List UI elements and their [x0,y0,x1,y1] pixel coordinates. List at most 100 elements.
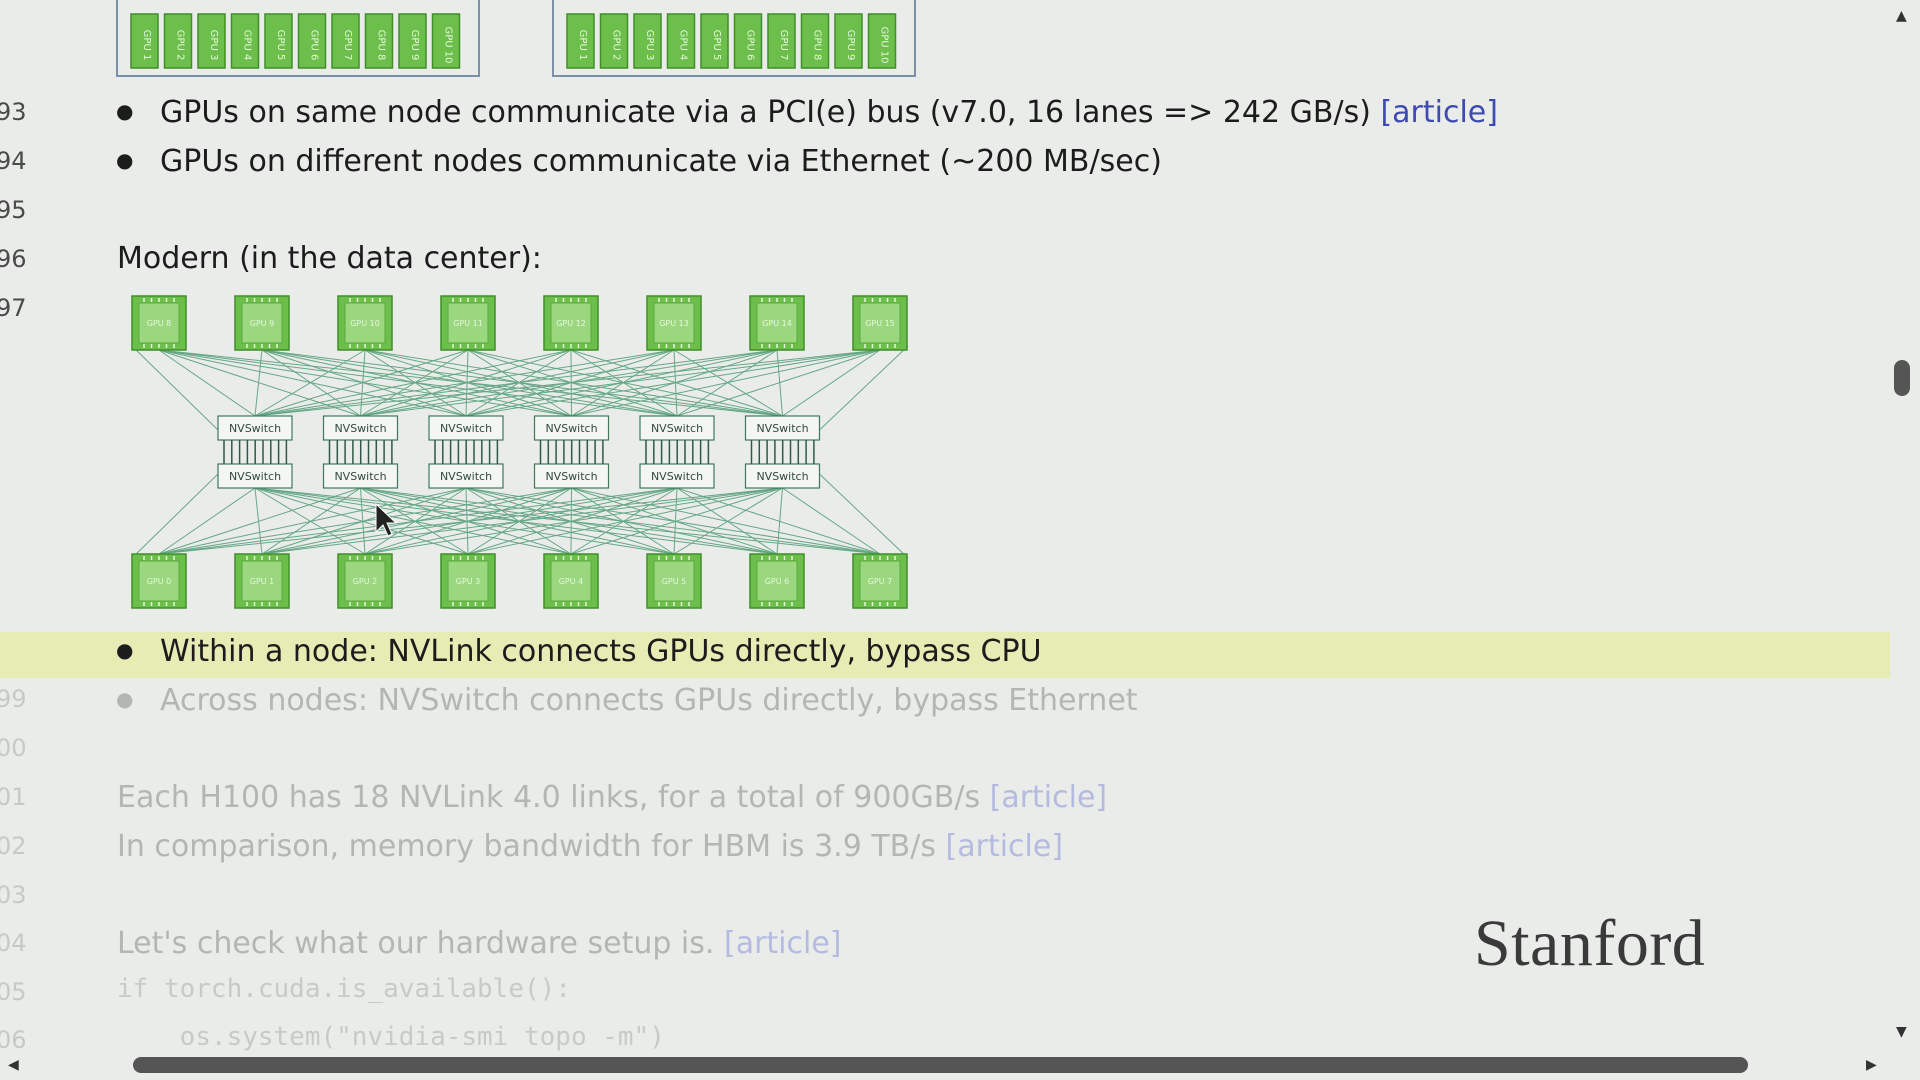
scroll-up-arrow-icon[interactable]: ▲ [1896,8,1907,24]
scroll-right-arrow-icon[interactable]: ▶ [1866,1057,1877,1073]
link-line [819,473,909,559]
nvswitch-body [322,415,399,441]
bullet-nvswitch: ●Across nodes: NVSwitch connects GPUs di… [116,683,1138,718]
gpu-chip-die [344,302,386,344]
article-link-pcie[interactable]: [article] [1380,95,1498,130]
nvswitch-box: NVSwitch [322,415,399,441]
nvswitch-label: NVSwitch [756,470,808,483]
line-number: 04 [0,929,27,957]
gpu-card [666,13,696,69]
nvswitch-body [639,463,715,489]
bullet-nvswitch-text: Across nodes: NVSwitch connects GPUs dir… [160,683,1138,718]
vertical-scrollbar-thumb[interactable] [1894,360,1910,396]
gpu-card-label: GPU 5 [275,30,286,61]
gpu-card [230,13,260,69]
gpu-card-label: GPU 4 [678,30,689,61]
link-lines [131,345,909,559]
link-line [465,487,881,555]
gpu-chip: GPU 9 [234,295,290,351]
gpu-chip-die [756,302,798,344]
nvswitch-label: NVSwitch [334,422,386,435]
nvswitch-box: NVSwitch [744,463,821,489]
link-line [819,345,909,431]
link-line [131,345,219,431]
nvswitch-bus [645,440,710,464]
gpu-chip-die [344,560,386,602]
bullet-ethernet: ●GPUs on different nodes communicate via… [116,144,1162,179]
nvswitch-body [639,415,715,441]
nvswitch-body [428,463,504,489]
gpu-card-label: GPU 3 [644,30,655,61]
line-number: 94 [0,147,27,175]
nvswitch-bus [750,440,815,464]
link-line [254,487,572,555]
gpu-chip: GPU 2 [337,553,393,609]
gpu-chip: GPU 14 [749,295,805,351]
link-line [158,487,256,555]
link-line [360,349,881,417]
horizontal-scrollbar-thumb[interactable] [133,1057,1748,1073]
h100-nvlink-line: Each H100 has 18 NVLink 4.0 links, for a… [117,780,1107,815]
nvswitch-body [533,415,610,441]
h100-nvlink-text: Each H100 has 18 NVLink 4.0 links, for a… [117,780,990,815]
gpu-chip: GPU 1 [234,553,290,609]
gpu-chip-label: GPU 7 [868,577,893,586]
gpu-chip-label: GPU 12 [556,319,586,328]
gpu-chip: GPU 3 [440,553,496,609]
gpu-card-label: GPU 9 [845,30,856,61]
article-link-hbm[interactable]: [article] [945,829,1064,864]
gpu-chip-die [241,302,283,344]
gpu-card-label: GPU 1 [141,30,152,61]
gpu-card [197,13,226,69]
link-line [254,349,778,417]
gpu-chip-die [756,560,798,602]
scroll-left-arrow-icon[interactable]: ◀ [8,1057,19,1073]
link-line [254,487,778,555]
gpu-chip-label: GPU 8 [147,319,172,328]
gpu-chip: GPU 10 [337,295,393,351]
nvswitch-label: NVSwitch [229,470,281,483]
bullet-dot: ● [116,147,134,172]
link-line [254,349,881,417]
gpu-card-label: GPU 2 [611,30,622,61]
current-line-highlight [0,632,1890,678]
gpu-chip-label: GPU 0 [147,577,172,586]
link-line [676,487,881,555]
gpu-card [700,13,729,69]
gpu-chip-label: GPU 5 [662,577,687,586]
nvswitch-body [217,463,293,489]
mouse-cursor-icon [375,502,398,537]
gpu-chip-label: GPU 3 [456,577,481,586]
gpu-card [733,13,763,69]
nvswitch-box: NVSwitch [322,463,399,489]
gpu-chip-label: GPU 4 [559,577,584,586]
gpu-chip-die [653,560,695,602]
gpu-chip-die [859,302,901,344]
gpu-chip-die [550,302,592,344]
nvswitch-label: NVSwitch [756,422,808,435]
gpu-card [331,13,360,69]
code-line-system: os.system("nvidia-smi topo -m") [117,1022,665,1052]
article-link-hardware[interactable]: [article] [723,926,842,961]
scroll-down-arrow-icon[interactable]: ▼ [1896,1024,1907,1040]
nvswitch-box: NVSwitch [428,415,504,441]
link-line [571,487,881,555]
bullet-nvlink-text: Within a node: NVLink connects GPUs dire… [160,634,1042,669]
link-line [158,349,256,417]
gpu-chip: GPU 8 [131,295,187,351]
gpu-card [599,13,629,69]
gpu-card [431,13,461,69]
nvswitch-box: NVSwitch [217,463,293,489]
link-line [676,349,881,417]
gpu-card-label: GPU 4 [242,30,253,61]
gpu-card-label: GPU 10 [443,26,454,63]
article-link-h100[interactable]: [article] [989,780,1108,815]
link-line [467,349,678,417]
nvswitch-label: NVSwitch [440,422,492,435]
gpu-card-label: GPU 6 [745,30,756,61]
gpu-chip-label: GPU 13 [659,319,689,328]
gpu-card [264,13,293,69]
gpu-chip-die [447,302,489,344]
bullet-nvlink: ●Within a node: NVLink connects GPUs dir… [116,634,1042,669]
